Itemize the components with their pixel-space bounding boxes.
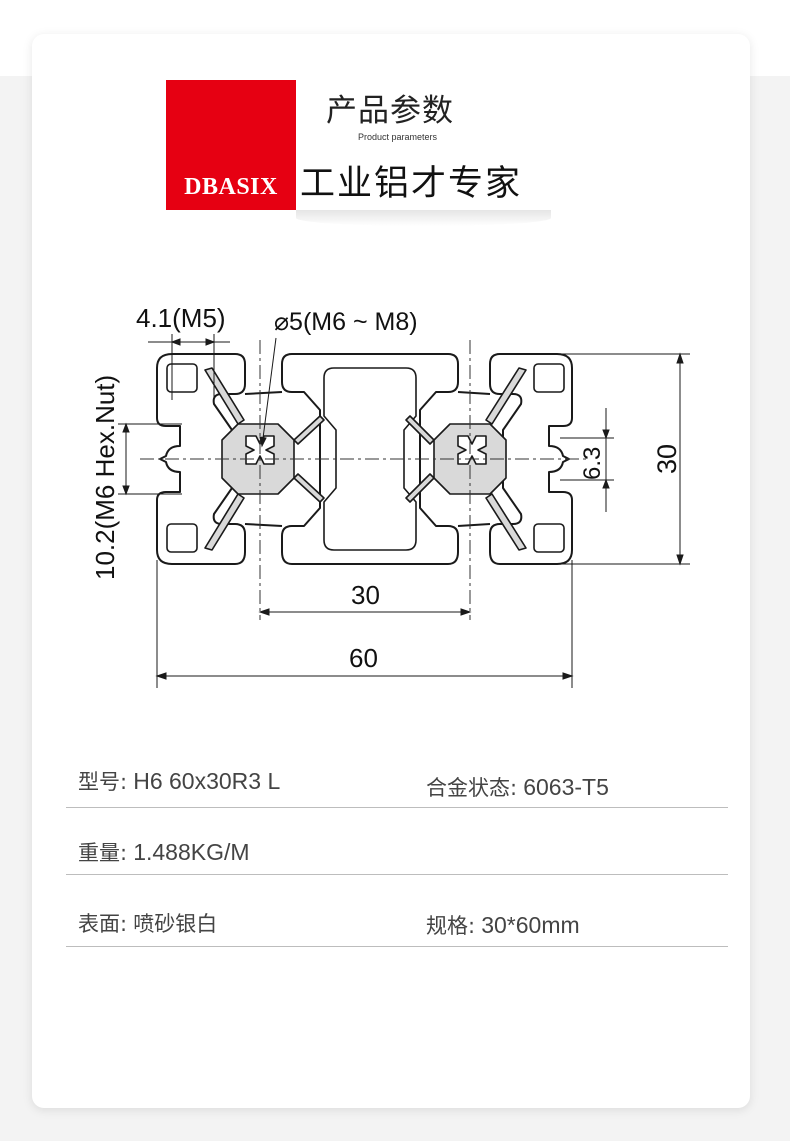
dim-height: 30 [652, 444, 682, 474]
spec-surface: 表面: 喷砂银白 [78, 908, 217, 938]
brand-slogan: 工业铝才专家 [300, 164, 523, 204]
spec-size: 规格: 30*60mm [426, 910, 580, 940]
spec-weight-value: 1.488KG/M [133, 839, 250, 865]
profile-drawing: 4.1(M5) ⌀5(M6 ~ M8) 10.2(M6 Hex.Nut) 30 … [90, 303, 690, 688]
dim-hole: ⌀5(M6 ~ M8) [274, 308, 418, 336]
dim-slot-width: 4.1(M5) [136, 303, 226, 333]
spec-model-value: H6 60x30R3 L [133, 768, 281, 794]
dimension-texts: 4.1(M5) ⌀5(M6 ~ M8) 10.2(M6 Hex.Nut) 30 … [90, 303, 682, 673]
section-subtitle: Product parameters [358, 132, 438, 142]
dim-slot-open: 6.3 [579, 447, 606, 480]
center-lines [140, 340, 590, 620]
dimension-lines [118, 334, 690, 688]
dim-width: 60 [349, 643, 378, 673]
spec-surface-label: 表面: [78, 912, 128, 936]
spec-alloy-label: 合金状态: [426, 776, 518, 800]
slogan-shadow [296, 210, 551, 226]
spec-row-3 [66, 898, 728, 947]
dim-hex-nut: 10.2(M6 Hex.Nut) [90, 375, 120, 580]
spec-row-1 [66, 762, 728, 808]
spec-alloy-value: 6063-T5 [523, 774, 609, 800]
spec-weight-label: 重量: [78, 841, 128, 865]
spec-alloy: 合金状态: 6063-T5 [426, 772, 609, 802]
spec-size-value: 30*60mm [481, 912, 580, 938]
spec-model: 型号: H6 60x30R3 L [78, 766, 280, 796]
section-title: 产品参数 [326, 93, 454, 129]
spec-size-label: 规格: [426, 914, 476, 938]
dim-center: 30 [351, 580, 380, 610]
spec-model-label: 型号: [78, 770, 128, 794]
spec-surface-value: 喷砂银白 [133, 912, 218, 936]
profile-details [166, 363, 565, 553]
product-card [32, 34, 750, 1108]
brand-logo: DBASIX [166, 80, 296, 210]
brand-logo-text: DBASIX [184, 174, 278, 200]
spec-row-2 [66, 830, 728, 875]
spec-weight: 重量: 1.488KG/M [78, 837, 250, 867]
